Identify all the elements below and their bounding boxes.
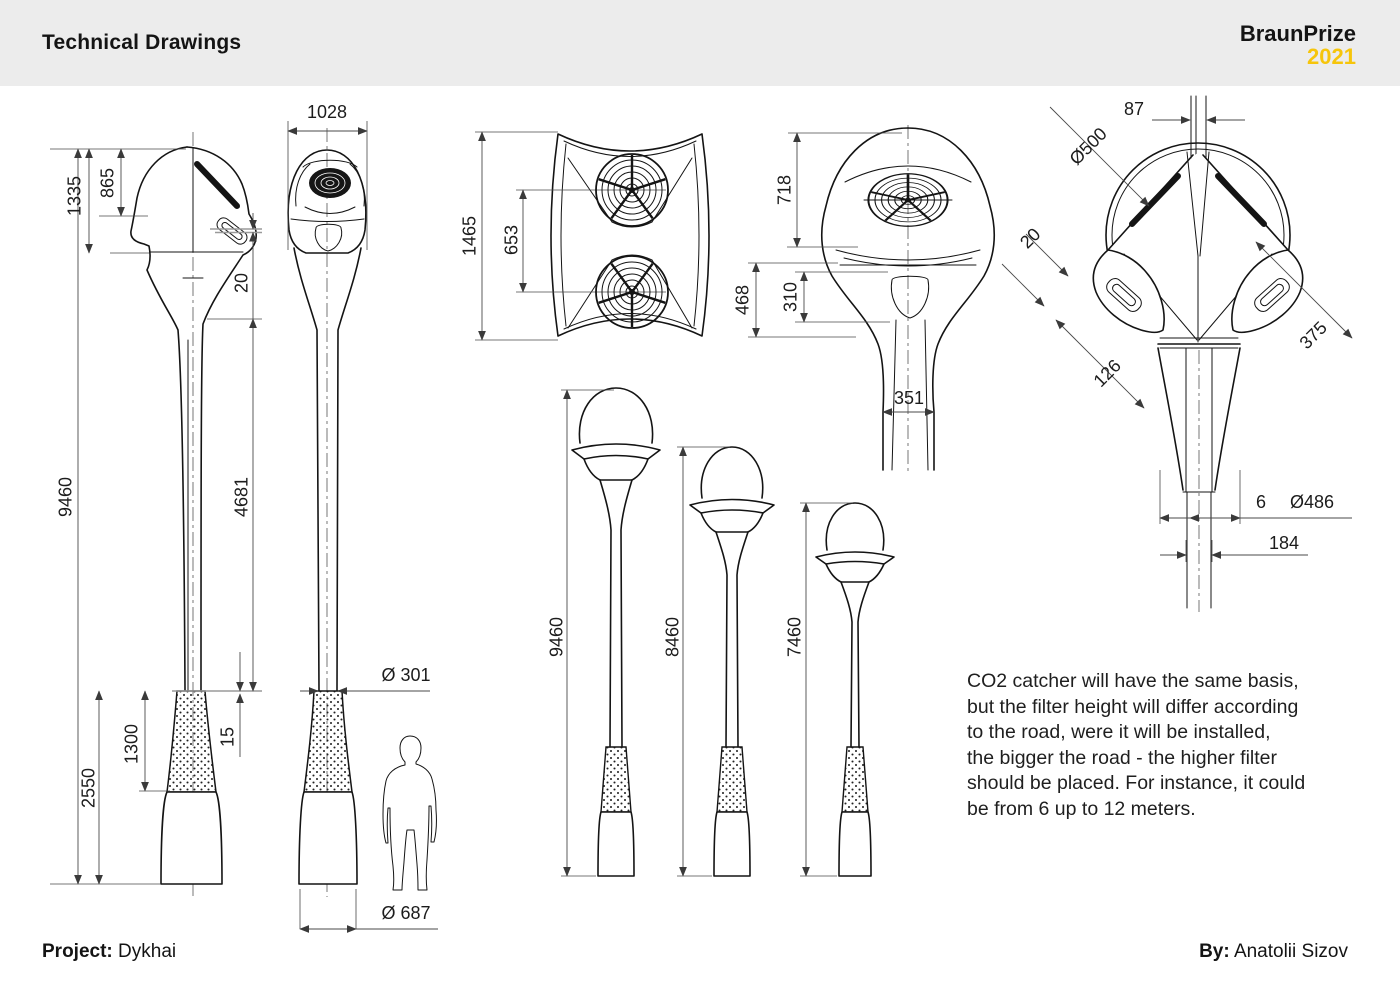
dim-detail-panel: 310: [780, 282, 800, 312]
dim-side-gap: 20: [231, 273, 251, 293]
note-line: to the road, were it will be installed,: [967, 721, 1271, 743]
note-line: should be placed. For instance, it could: [967, 772, 1306, 794]
dim-side-filter: 1300: [121, 724, 141, 764]
brand-year: 2021: [1307, 44, 1356, 69]
note-line: the bigger the road - the higher filter: [967, 746, 1278, 769]
note-line: be from 6 up to 12 meters.: [967, 797, 1196, 820]
scale-variant-9460: 9460: [546, 387, 661, 877]
dim-top-length: 1465: [459, 216, 479, 256]
dim-side-head: 1335: [64, 176, 84, 216]
author-credit: By: Anatolii Sizov: [1199, 941, 1348, 963]
dim-rear-vent: 375: [1296, 318, 1331, 353]
dim-detail-pole-width: 351: [894, 388, 924, 408]
dim-top-fan-spacing: 653: [501, 225, 521, 255]
dim-side-inset: 15: [217, 727, 237, 747]
dim-rear-tip: 87: [1124, 99, 1144, 119]
dim-front-base-dia: Ø 687: [381, 903, 430, 923]
scale-variant-7460: 7460: [784, 502, 895, 877]
scale-variant-8460: 8460: [662, 446, 775, 877]
dim-side-dome: 865: [97, 168, 117, 198]
dim-variant-1: 9460: [546, 617, 566, 657]
front-detail-drawing: 718 468 310 351: [732, 125, 996, 472]
side-view-drawing: 9460 1335 865 20 4681 15 2550 1300: [50, 132, 262, 897]
dim-side-base: 2550: [78, 768, 98, 808]
dim-rear-rail: 126: [1090, 356, 1125, 391]
brand-name: BraunPrize: [1239, 21, 1356, 46]
project-value: Dykhai: [118, 941, 177, 962]
dim-rear-dome-dia: Ø500: [1066, 124, 1111, 169]
page-title: Technical Drawings: [42, 31, 242, 54]
top-view-drawing: 1465 653: [459, 131, 710, 341]
by-label: By:: [1199, 941, 1230, 962]
page-header: Technical Drawings BraunPrize 2021: [0, 0, 1400, 86]
dim-rear-wall: 6: [1256, 492, 1266, 512]
project-credit: Project: Dykhai: [42, 941, 176, 963]
dim-detail-collar: 468: [732, 285, 752, 315]
dim-variant-2: 8460: [662, 617, 682, 657]
brand-block: BraunPrize 2021: [1240, 22, 1356, 68]
dim-variant-3: 7460: [784, 617, 804, 657]
dim-side-total: 9460: [55, 477, 75, 517]
dim-rear-pole-inner: 184: [1269, 533, 1299, 553]
dim-detail-head: 718: [774, 175, 794, 205]
front-view-drawing: 1028 Ø 301 Ø 687: [287, 102, 438, 933]
project-label: Project:: [42, 941, 113, 962]
rear-detail-drawing: 87 Ø500 20 126 375 6 Ø486 184: [1001, 95, 1353, 612]
dim-rear-pole-outer: Ø486: [1290, 492, 1334, 512]
dim-side-pole: 4681: [231, 477, 251, 517]
note-line: but the filter height will differ accord…: [967, 695, 1299, 718]
note-line: CO2 catcher will have the same basis,: [967, 670, 1299, 692]
by-value: Anatolii Sizov: [1233, 941, 1348, 962]
human-figure-silhouette: [382, 735, 437, 891]
description-note: CO2 catcher will have the same basis, bu…: [967, 669, 1305, 822]
dim-front-width: 1028: [307, 102, 347, 122]
dim-front-pole-dia: Ø 301: [381, 665, 430, 685]
